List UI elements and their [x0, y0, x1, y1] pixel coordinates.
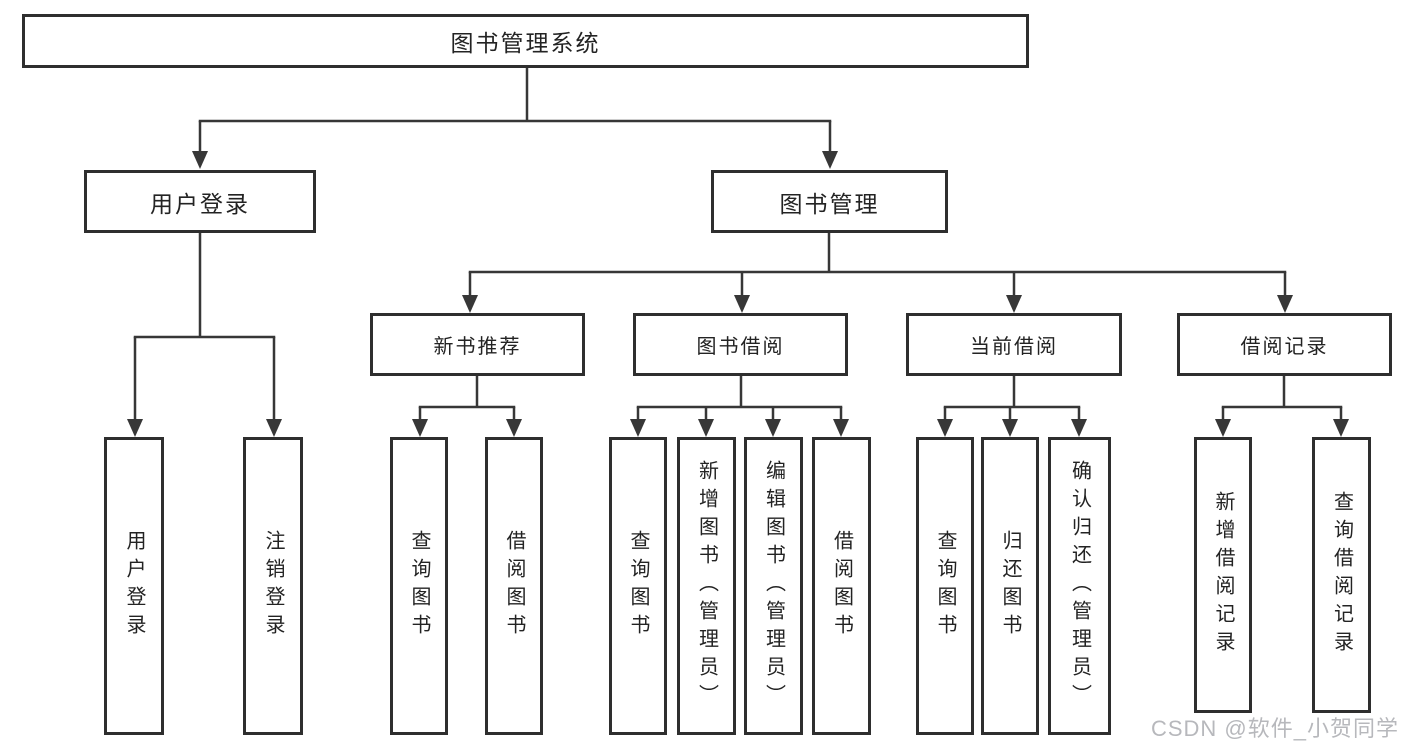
leaf-borrow-books-1: 借阅图书 — [485, 437, 543, 735]
leaf-logout: 注销登录 — [243, 437, 303, 735]
node-current-borrowing: 当前借阅 — [906, 313, 1122, 376]
node-book-borrowing: 图书借阅 — [633, 313, 848, 376]
leaf-query-books-3: 查询图书 — [916, 437, 974, 735]
leaf-add-book-admin: 新增图书（管理员） — [677, 437, 736, 735]
leaf-edit-book-admin: 编辑图书（管理员） — [744, 437, 803, 735]
leaf-confirm-return-admin: 确认归还（管理员） — [1048, 437, 1111, 735]
leaf-add-borrow-record: 新增借阅记录 — [1194, 437, 1252, 713]
leaf-borrow-books-2: 借阅图书 — [812, 437, 871, 735]
node-book-management-branch: 图书管理 — [711, 170, 948, 233]
node-borrowing-records: 借阅记录 — [1177, 313, 1392, 376]
leaf-user-login: 用户登录 — [104, 437, 164, 735]
node-user-login-branch: 用户登录 — [84, 170, 316, 233]
csdn-watermark: CSDN @软件_小贺同学 — [1150, 716, 1399, 741]
leaf-query-books-2: 查询图书 — [609, 437, 667, 735]
leaf-query-books-1: 查询图书 — [390, 437, 448, 735]
node-library-management-system: 图书管理系统 — [22, 14, 1029, 68]
node-new-book-recommendation: 新书推荐 — [370, 313, 585, 376]
leaf-return-book: 归还图书 — [981, 437, 1039, 735]
leaf-query-borrow-record: 查询借阅记录 — [1312, 437, 1371, 713]
